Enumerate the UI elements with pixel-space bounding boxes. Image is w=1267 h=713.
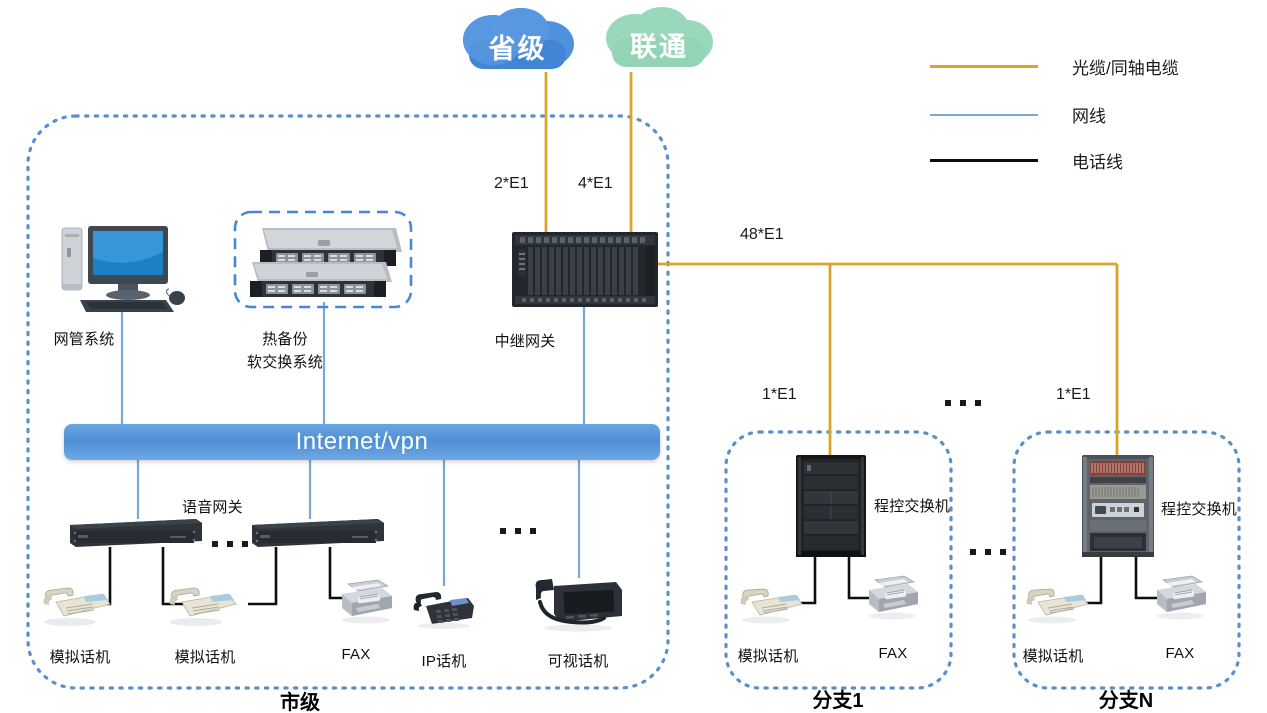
- zone-label-branchN: 分支N: [1098, 690, 1154, 712]
- link-label-unicom: 4*E1: [578, 175, 613, 192]
- branch1-analog-phone-label: 模拟话机: [737, 648, 799, 665]
- legend-row-phoneline: 电话线: [930, 148, 1123, 173]
- zone-label-branch1: 分支1: [812, 690, 864, 712]
- analog-phone-icon: [169, 587, 237, 626]
- unicom-cloud-label: 联通: [630, 31, 688, 62]
- fax-machine-icon: [869, 575, 918, 620]
- branchN-fax-label: FAX: [1165, 645, 1195, 662]
- legend: 光缆/同轴电缆 网线 电话线: [930, 44, 1250, 172]
- legend-label-phoneline: 电话线: [1072, 153, 1123, 172]
- nms-label: 网管系统: [53, 331, 115, 348]
- city-ip-phone[interactable]: [412, 586, 478, 630]
- ip-phone-icon: [413, 592, 474, 629]
- branch1-pbx[interactable]: [796, 455, 866, 557]
- analog-phone-icon: [43, 587, 111, 626]
- mouse-icon: [165, 288, 185, 305]
- video-phone-icon: [535, 579, 622, 632]
- city-analog-phone-2[interactable]: [166, 580, 238, 628]
- branchN-analog-phone-label: 模拟话机: [1022, 648, 1084, 665]
- city-analog-phone-2-label: 模拟话机: [174, 649, 236, 666]
- voice-gateway-ellipsis: [212, 541, 248, 547]
- server-stack-icon: [250, 228, 402, 297]
- province-cloud-label: 省级: [488, 33, 547, 64]
- city-endpoints-ellipsis: [500, 528, 536, 534]
- legend-label-netcable: 网线: [1072, 107, 1106, 126]
- trunk-gateway-label: 中继网关: [494, 333, 556, 350]
- branches-ellipsis-top: [945, 400, 981, 406]
- voice-gateway-2[interactable]: [252, 519, 384, 547]
- link-vgw2-to-phone3: [248, 547, 278, 606]
- rack-gateway-icon: [252, 519, 384, 547]
- pbx-cabinet-dark-icon: [796, 455, 866, 557]
- nms-computer[interactable]: [56, 222, 188, 314]
- branchN-analog-phone[interactable]: [1024, 582, 1090, 626]
- branch1-analog-phone[interactable]: [738, 582, 804, 626]
- fiber-line-swatch: [930, 65, 1038, 68]
- fax-machine-icon: [342, 579, 392, 624]
- phoneline-line-swatch: [930, 159, 1038, 162]
- analog-phone-icon: [1026, 588, 1089, 624]
- branch1-fax-label: FAX: [878, 645, 908, 662]
- voice-gateway-1[interactable]: [70, 519, 202, 547]
- softswitch-label-line2: 软交换系统: [246, 354, 324, 371]
- branchN-fax[interactable]: [1150, 570, 1210, 622]
- link-label-48e1: 48*E1: [740, 226, 784, 243]
- branchN-pbx[interactable]: [1082, 455, 1154, 557]
- legend-row-netcable: 网线: [930, 102, 1106, 127]
- softswitch-label-line1: 热备份: [262, 331, 308, 348]
- branch1-pbx-label: 程控交换机: [874, 498, 951, 515]
- legend-row-fiber: 光缆/同轴电缆: [930, 54, 1179, 79]
- city-analog-phone-1[interactable]: [40, 580, 112, 628]
- city-video-phone-label: 可视话机: [547, 653, 609, 670]
- branches-ellipsis-mid: [970, 549, 1006, 555]
- city-fax[interactable]: [334, 574, 396, 626]
- branch1-fax[interactable]: [862, 570, 922, 622]
- nms-mouse: [165, 288, 188, 306]
- softswitch-servers[interactable]: [246, 222, 404, 300]
- desktop-computer-icon: [61, 226, 174, 312]
- city-video-phone[interactable]: [530, 578, 626, 634]
- internet-vpn-label: Internet/vpn: [295, 428, 429, 455]
- city-fax-label: FAX: [341, 646, 371, 663]
- branchN-pbx-label: 程控交换机: [1161, 501, 1238, 518]
- link-label-branchN: 1*E1: [1056, 386, 1091, 403]
- internet-vpn-bar[interactable]: Internet/vpn: [64, 424, 660, 460]
- voice-gateway-label: 语音网关: [182, 499, 243, 516]
- city-analog-phone-1-label: 模拟话机: [49, 649, 111, 666]
- rack-gateway-icon: [70, 519, 202, 547]
- fax-machine-icon: [1157, 575, 1206, 620]
- city-ip-phone-label: IP话机: [421, 653, 467, 670]
- legend-label-fiber: 光缆/同轴电缆: [1072, 59, 1179, 78]
- pbx-cabinet-light-icon: [1082, 455, 1154, 557]
- trunk-gateway[interactable]: [512, 232, 658, 307]
- province-cloud[interactable]: 省级: [455, 8, 580, 78]
- zone-label-city: 市级: [280, 692, 320, 713]
- netcable-line-swatch: [930, 113, 1038, 116]
- rack-chassis-icon: [512, 232, 658, 307]
- unicom-cloud[interactable]: 联通: [600, 6, 718, 76]
- link-label-branch1: 1*E1: [762, 386, 797, 403]
- link-label-province: 2*E1: [494, 175, 529, 192]
- analog-phone-icon: [740, 588, 803, 624]
